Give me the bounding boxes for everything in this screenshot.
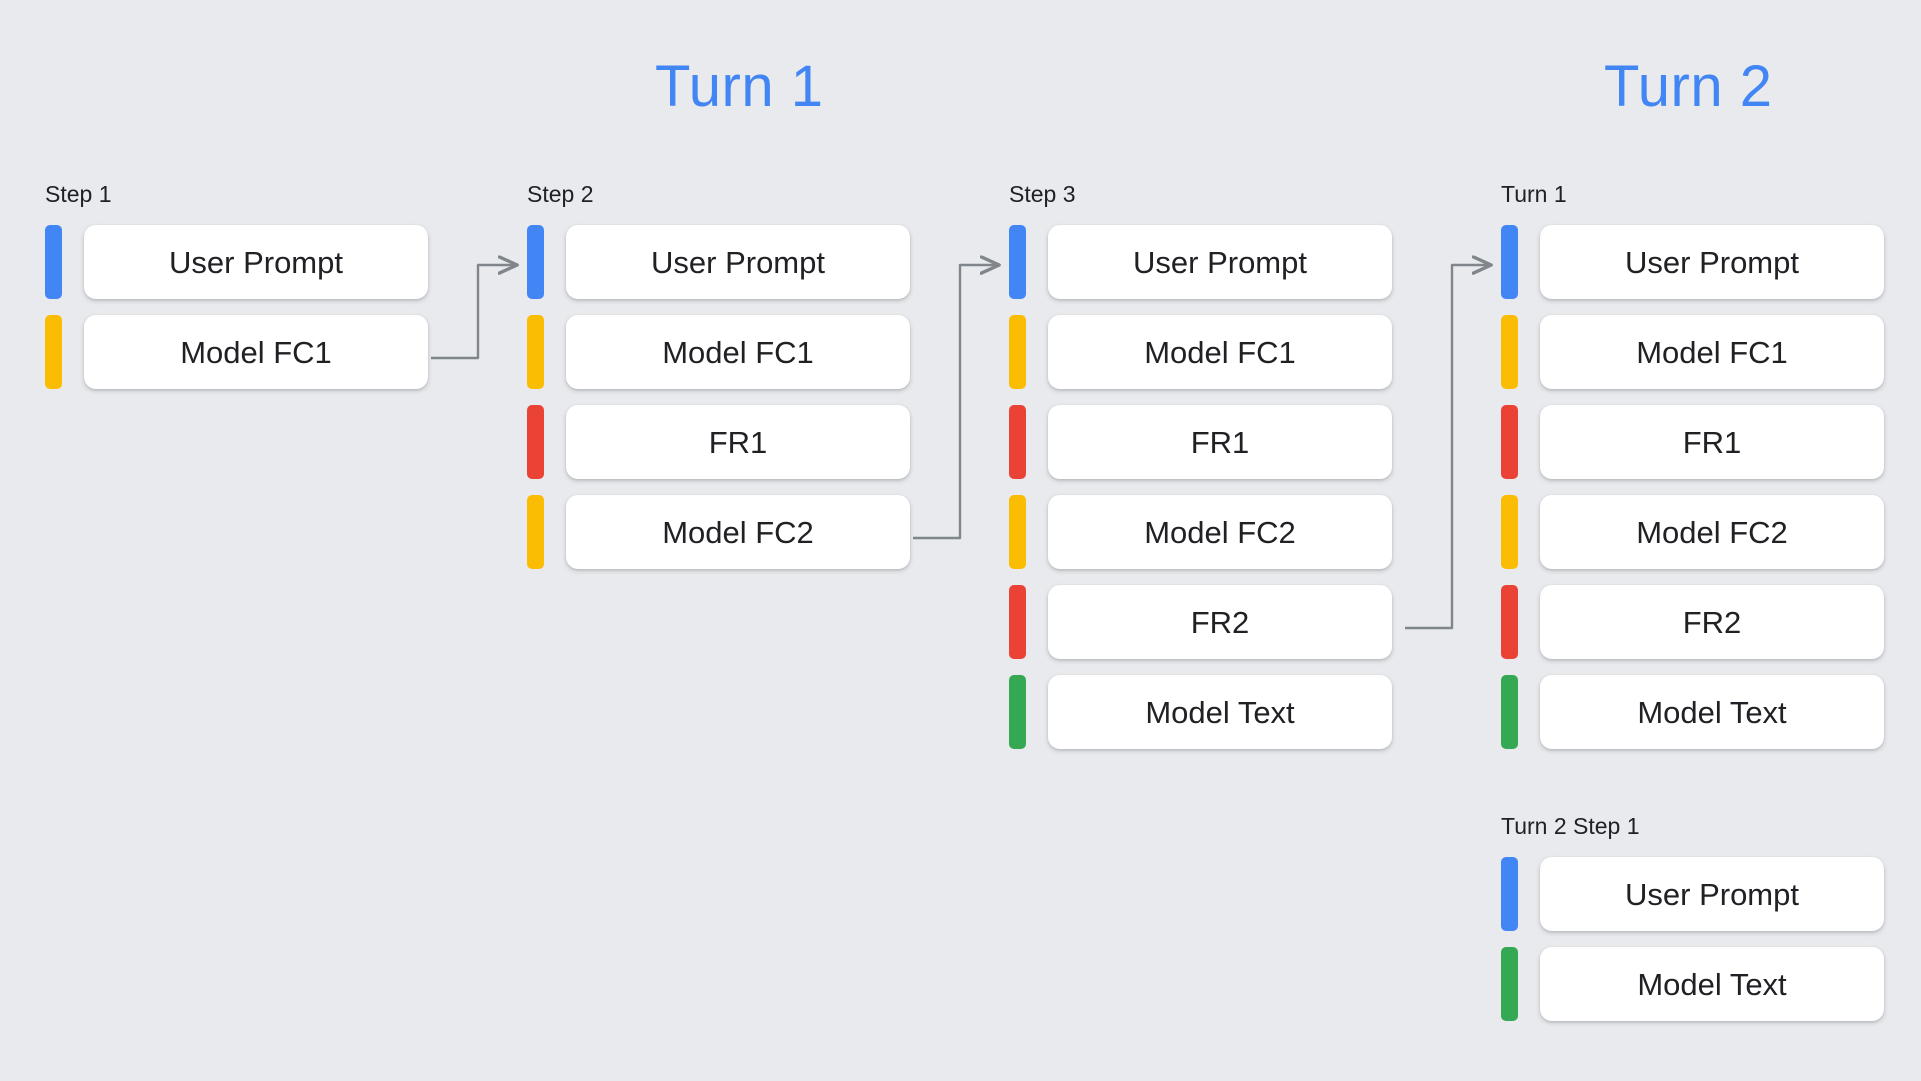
connector-step3-to-turn1 (1405, 265, 1490, 630)
role-bar-green-icon (1501, 675, 1518, 749)
role-bar-red-icon (1009, 585, 1026, 659)
column-rows-step-2: User Prompt Model FC1 FR1 Model FC2 (527, 225, 910, 569)
card-label: Model Text (1145, 694, 1295, 730)
list-item[interactable]: FR2 (1501, 585, 1884, 659)
card[interactable]: Model Text (1048, 675, 1392, 749)
card-label: Model FC1 (662, 334, 814, 370)
list-item[interactable]: User Prompt (1501, 225, 1884, 299)
role-bar-yellow-icon (1009, 495, 1026, 569)
role-bar-blue-icon (1009, 225, 1026, 299)
turn-1-heading: Turn 1 (655, 54, 824, 119)
role-bar-yellow-icon (1009, 315, 1026, 389)
card-label: Model Text (1637, 694, 1787, 730)
card[interactable]: FR2 (1540, 585, 1884, 659)
turn-2-heading: Turn 2 (1604, 54, 1773, 119)
column-label-turn-1: Turn 1 (1501, 181, 1567, 207)
card-label: User Prompt (169, 244, 343, 280)
card-label: User Prompt (1625, 244, 1799, 280)
list-item[interactable]: Model FC1 (1501, 315, 1884, 389)
card[interactable]: User Prompt (1540, 225, 1884, 299)
card-label: Model FC1 (1636, 334, 1788, 370)
column-rows-step-3: User Prompt Model FC1 FR1 Model FC2 (1009, 225, 1392, 749)
card[interactable]: FR1 (566, 405, 910, 479)
list-item[interactable]: Model Text (1501, 947, 1884, 1021)
list-item[interactable]: FR1 (1009, 405, 1392, 479)
list-item[interactable]: Model Text (1009, 675, 1392, 749)
card[interactable]: User Prompt (1048, 225, 1392, 299)
list-item[interactable]: Model Text (1501, 675, 1884, 749)
list-item[interactable]: Model FC1 (527, 315, 910, 389)
card[interactable]: Model FC1 (84, 315, 428, 389)
connector-step2-to-step3 (913, 265, 998, 540)
card[interactable]: Model FC2 (1540, 495, 1884, 569)
column-label-step-2: Step 2 (527, 181, 594, 207)
column-label-step-3: Step 3 (1009, 181, 1076, 207)
role-bar-yellow-icon (527, 315, 544, 389)
column-rows-step-1: User Prompt Model FC1 (45, 225, 428, 389)
card[interactable]: Model Text (1540, 947, 1884, 1021)
role-bar-blue-icon (1501, 857, 1518, 931)
column-label-step-1: Step 1 (45, 181, 112, 207)
card-label: Model Text (1637, 966, 1787, 1002)
list-item[interactable]: Model FC2 (1501, 495, 1884, 569)
role-bar-red-icon (1501, 405, 1518, 479)
list-item[interactable]: User Prompt (1009, 225, 1392, 299)
card[interactable]: User Prompt (84, 225, 428, 299)
list-item[interactable]: FR1 (527, 405, 910, 479)
role-bar-yellow-icon (527, 495, 544, 569)
card[interactable]: Model FC2 (1048, 495, 1392, 569)
list-item[interactable]: Model FC2 (527, 495, 910, 569)
card[interactable]: Model Text (1540, 675, 1884, 749)
card-label: Model FC2 (1144, 514, 1296, 550)
role-bar-green-icon (1009, 675, 1026, 749)
card-label: FR1 (708, 424, 768, 460)
card-label: User Prompt (1133, 244, 1307, 280)
card[interactable]: Model FC2 (566, 495, 910, 569)
list-item[interactable]: User Prompt (45, 225, 428, 299)
card-label: Model FC2 (1636, 514, 1788, 550)
list-item[interactable]: Model FC1 (1009, 315, 1392, 389)
card[interactable]: Model FC1 (1048, 315, 1392, 389)
card[interactable]: FR1 (1048, 405, 1392, 479)
card[interactable]: FR1 (1540, 405, 1884, 479)
list-item[interactable]: Model FC2 (1009, 495, 1392, 569)
card-label: User Prompt (651, 244, 825, 280)
role-bar-red-icon (527, 405, 544, 479)
role-bar-blue-icon (45, 225, 62, 299)
card-label: Model FC1 (180, 334, 332, 370)
list-item[interactable]: Model FC1 (45, 315, 428, 389)
card[interactable]: FR2 (1048, 585, 1392, 659)
list-item[interactable]: User Prompt (527, 225, 910, 299)
card[interactable]: Model FC1 (566, 315, 910, 389)
card-label: FR1 (1682, 424, 1742, 460)
connector-step1-to-step2 (431, 265, 516, 360)
card[interactable]: User Prompt (1540, 857, 1884, 931)
card[interactable]: User Prompt (566, 225, 910, 299)
list-item[interactable]: FR2 (1009, 585, 1392, 659)
list-item[interactable]: User Prompt (1501, 857, 1884, 931)
role-bar-yellow-icon (45, 315, 62, 389)
column-rows-turn-2-step-1: User Prompt Model Text (1501, 857, 1884, 1021)
card-label: FR2 (1190, 604, 1250, 640)
card-label: User Prompt (1625, 876, 1799, 912)
card-label: FR2 (1682, 604, 1742, 640)
role-bar-yellow-icon (1501, 495, 1518, 569)
role-bar-blue-icon (1501, 225, 1518, 299)
role-bar-yellow-icon (1501, 315, 1518, 389)
card-label: Model FC2 (662, 514, 814, 550)
role-bar-red-icon (1501, 585, 1518, 659)
card[interactable]: Model FC1 (1540, 315, 1884, 389)
column-label-turn-2-step-1: Turn 2 Step 1 (1501, 813, 1640, 839)
role-bar-red-icon (1009, 405, 1026, 479)
column-rows-turn-1: User Prompt Model FC1 FR1 Model FC2 (1501, 225, 1884, 749)
role-bar-green-icon (1501, 947, 1518, 1021)
list-item[interactable]: FR1 (1501, 405, 1884, 479)
card-label: Model FC1 (1144, 334, 1296, 370)
card-label: FR1 (1190, 424, 1250, 460)
role-bar-blue-icon (527, 225, 544, 299)
